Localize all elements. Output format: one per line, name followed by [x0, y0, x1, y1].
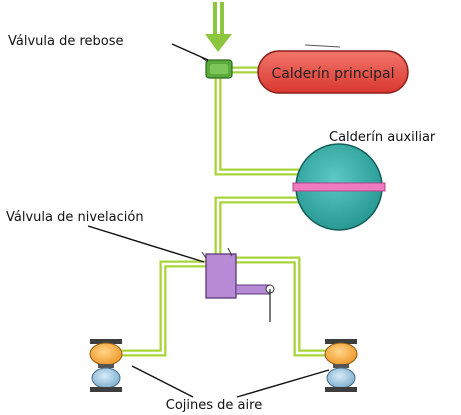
- leveling-valve-label: Válvula de nivelación: [6, 210, 144, 225]
- rebose-leader-line: [171, 43, 209, 61]
- cojines-right-leader-line: [236, 369, 330, 398]
- left-air-cushion: [89, 339, 123, 392]
- right-air-cushion: [324, 339, 358, 392]
- air-cushions-label: Cojines de aire: [166, 398, 262, 413]
- nivelacion-leader-line: [87, 225, 205, 263]
- auxiliary-tank-label: Calderín auxiliar: [329, 130, 436, 145]
- main-tank: [257, 44, 409, 94]
- overflow-valve: [201, 57, 233, 79]
- overflow-valve-label: Válvula de rebose: [8, 34, 124, 49]
- auxiliary-tank: [292, 143, 386, 231]
- leveling-valve: [201, 247, 275, 322]
- down-arrow-icon: [205, 2, 232, 52]
- cojines-left-leader-line: [131, 365, 194, 398]
- pipe-network: [122, 66, 328, 357]
- main-tank-label: Calderín principal: [271, 66, 394, 82]
